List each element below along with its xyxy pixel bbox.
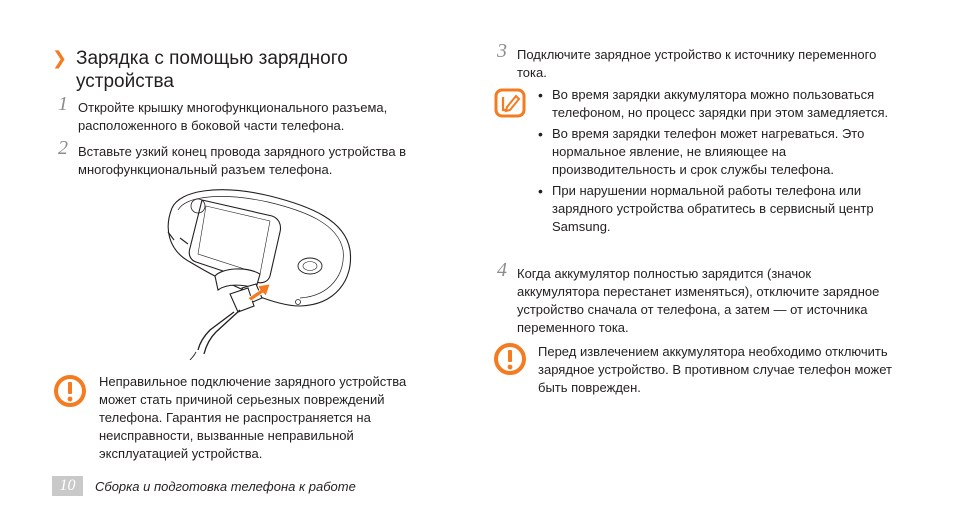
heading-text: Зарядка с помощью зарядного устройства [76,48,348,92]
page-number: 10 [52,476,83,496]
note-icon [494,88,526,118]
step-2: 2 Вставьте узкий конец провода зарядного… [58,138,440,179]
step-number: 2 [58,137,68,159]
caution-text: Неправильное подключение зарядного устро… [99,374,407,461]
step-text: Когда аккумулятор полностью зарядится (з… [517,266,880,335]
step-text: Откройте крышку многофункционального раз… [78,100,388,133]
caution-note-left: Неправильное подключение зарядного устро… [99,373,444,463]
list-item: Во время зарядки аккумулятора можно поль… [538,86,890,122]
step-number: 1 [58,93,68,115]
step-number: 4 [497,259,507,281]
step-text: Подключите зарядное устройство к источни… [517,47,877,80]
caution-note-right: Перед извлечением аккумулятора необходим… [538,343,893,397]
step-4: 4 Когда аккумулятор полностью зарядится … [497,260,889,337]
list-item: При нарушении нормальной работы телефона… [538,182,890,236]
section-heading: ❯ Зарядка с помощью зарядного устройства [52,47,432,93]
note-bullets: Во время зарядки аккумулятора можно поль… [538,86,890,239]
step-text: Вставьте узкий конец провода зарядного у… [78,144,407,177]
caution-icon [54,375,86,407]
step-1: 1 Откройте крышку многофункционального р… [58,94,440,135]
chapter-title: Сборка и подготовка телефона к работе [95,479,356,494]
step-3: 3 Подключите зарядное устройство к источ… [497,41,877,82]
caution-icon [494,343,526,375]
list-item: Во время зарядки телефон может нагревать… [538,125,890,179]
chevron-right-icon: ❯ [52,48,68,68]
step-number: 3 [497,40,507,62]
phone-charging-illustration [167,189,352,360]
caution-text: Перед извлечением аккумулятора необходим… [538,344,892,395]
